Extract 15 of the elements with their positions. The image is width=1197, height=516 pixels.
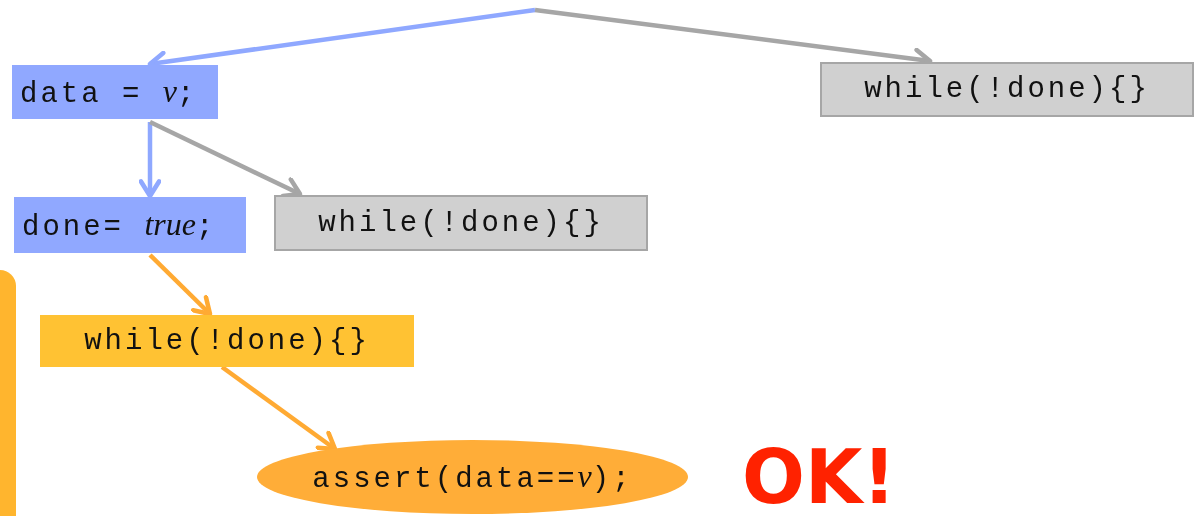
code-text: while(!done){} (318, 206, 604, 240)
arrow (138, 122, 162, 199)
statement-box (12, 65, 218, 119)
statement-box (14, 197, 246, 253)
code-text: while(!done){} (84, 324, 370, 358)
code-text: done= true; (22, 206, 217, 244)
arrow (148, 253, 213, 317)
arrow (220, 365, 338, 452)
result-label: OK! (742, 440, 896, 514)
code-text: assert(data==v); (312, 458, 633, 496)
statement-box (40, 315, 414, 367)
code-text: while(!done){} (864, 73, 1150, 106)
code-text: data = v; (20, 73, 198, 111)
statement-box (274, 195, 648, 251)
statement-box (820, 62, 1194, 117)
